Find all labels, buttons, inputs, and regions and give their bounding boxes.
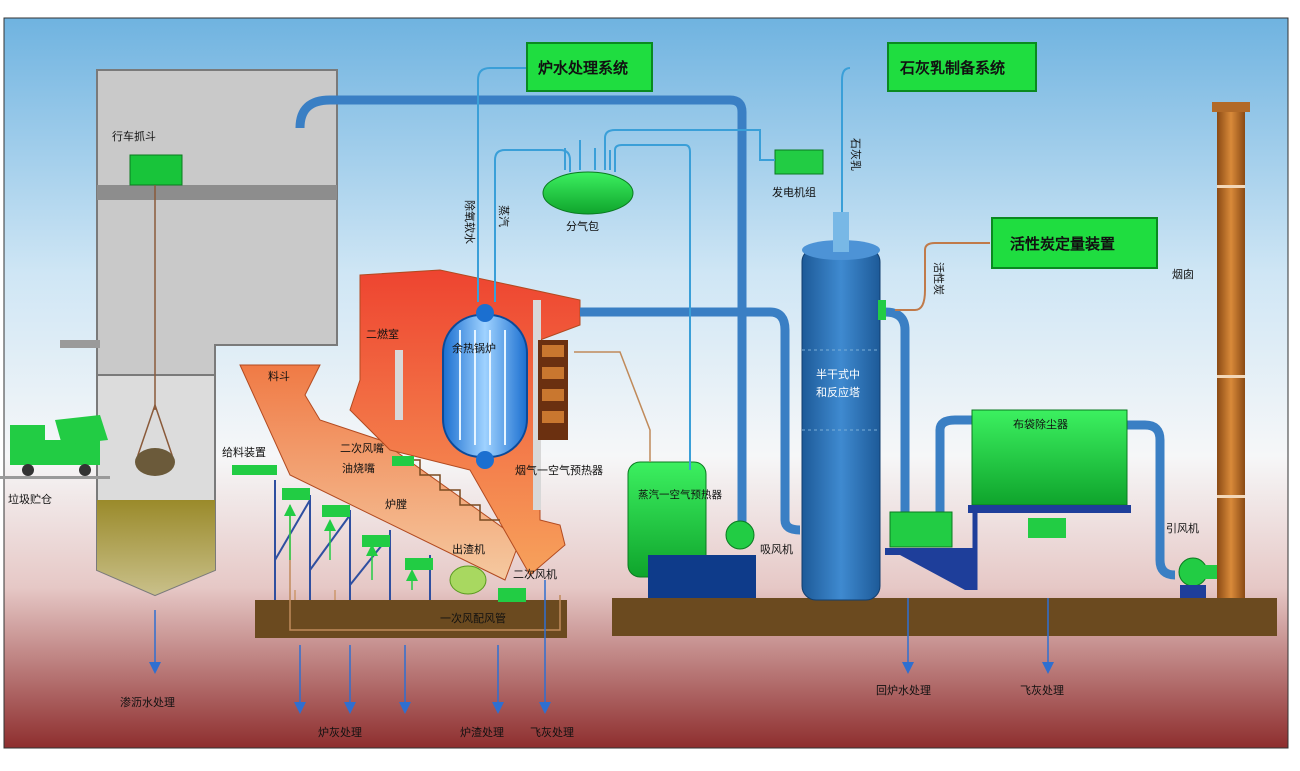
bag-filter [885,409,1131,590]
refuse-bunker [60,69,338,597]
fly-ash-label-1: 飞灰处理 [530,725,574,739]
semi-dry-reaction-tower [801,67,886,601]
steam-air-preheater-label: 蒸汽一空气预热器 [638,488,722,501]
steam-label: 蒸汽 [497,205,511,227]
carbon-system-label: 活性炭定量装置 [1010,235,1115,253]
bag-filter-label: 布袋除尘器 [1013,417,1068,431]
flue-gas-preheater-label: 烟气一空气预热器 [515,463,603,477]
grate-label: 炉膛 [385,497,407,511]
crane-grab-label: 行车抓斗 [112,129,156,143]
primary-fan-icon [725,520,755,550]
oil-burner-label: 油烧嘴 [342,461,375,475]
primary-fan-label: 吸风机 [760,542,793,556]
fly-ash-label-2: 飞灰处理 [1020,683,1064,697]
steam-header [477,67,738,470]
chimney-label: 烟囱 [1172,267,1194,281]
secondary-chamber-label: 二燃室 [366,327,399,341]
secondary-fan-label: 二次风机 [513,567,557,581]
waste-heat-boiler [442,304,528,469]
slag-extractor-label: 出渣机 [452,542,485,556]
semi-dry-tower-label-1: 半干式中 [816,367,860,381]
generator-label: 发电机组 [772,185,816,199]
primary-platform [255,600,567,638]
activated-carbon-label: 活性炭 [932,262,946,295]
garbage-truck-icon [0,415,110,479]
ash-treatment-label: 炉灰处理 [318,725,362,739]
deaerated-water-label: 除氧软水 [463,200,477,244]
hopper-label: 料斗 [268,369,290,383]
main-platform [612,598,1277,636]
slag-treatment-label: 炉渣处理 [460,725,504,739]
carbon-system-box [991,217,1158,269]
boiler-water-system-box [526,42,653,92]
lime-milk-label: 石灰乳 [849,138,863,171]
lime-system-label: 石灰乳制备系统 [899,59,1005,77]
feeder-label: 给料装置 [222,445,266,459]
secondary-air-nozzle-label: 二次风嘴 [340,441,384,455]
chimney [1212,102,1250,598]
waste-heat-boiler-label: 余热锅炉 [452,341,496,355]
refuse-pit-label: 垃圾贮仓 [8,492,52,506]
semi-dry-tower-label-2: 和反应塔 [816,385,860,399]
id-fan-label: 引风机 [1166,521,1199,535]
lime-system-box [887,42,1037,92]
return-water-label: 回炉水处理 [876,684,931,697]
leachate-label: 渗沥水处理 [120,695,175,709]
primary-air-duct-label: 一次风配风管 [440,611,506,625]
steam-header-label: 分气包 [566,219,599,233]
generator-icon [774,149,824,175]
boiler-water-system-label: 炉水处理系统 [538,59,628,77]
id-fan-icon [1178,557,1220,598]
